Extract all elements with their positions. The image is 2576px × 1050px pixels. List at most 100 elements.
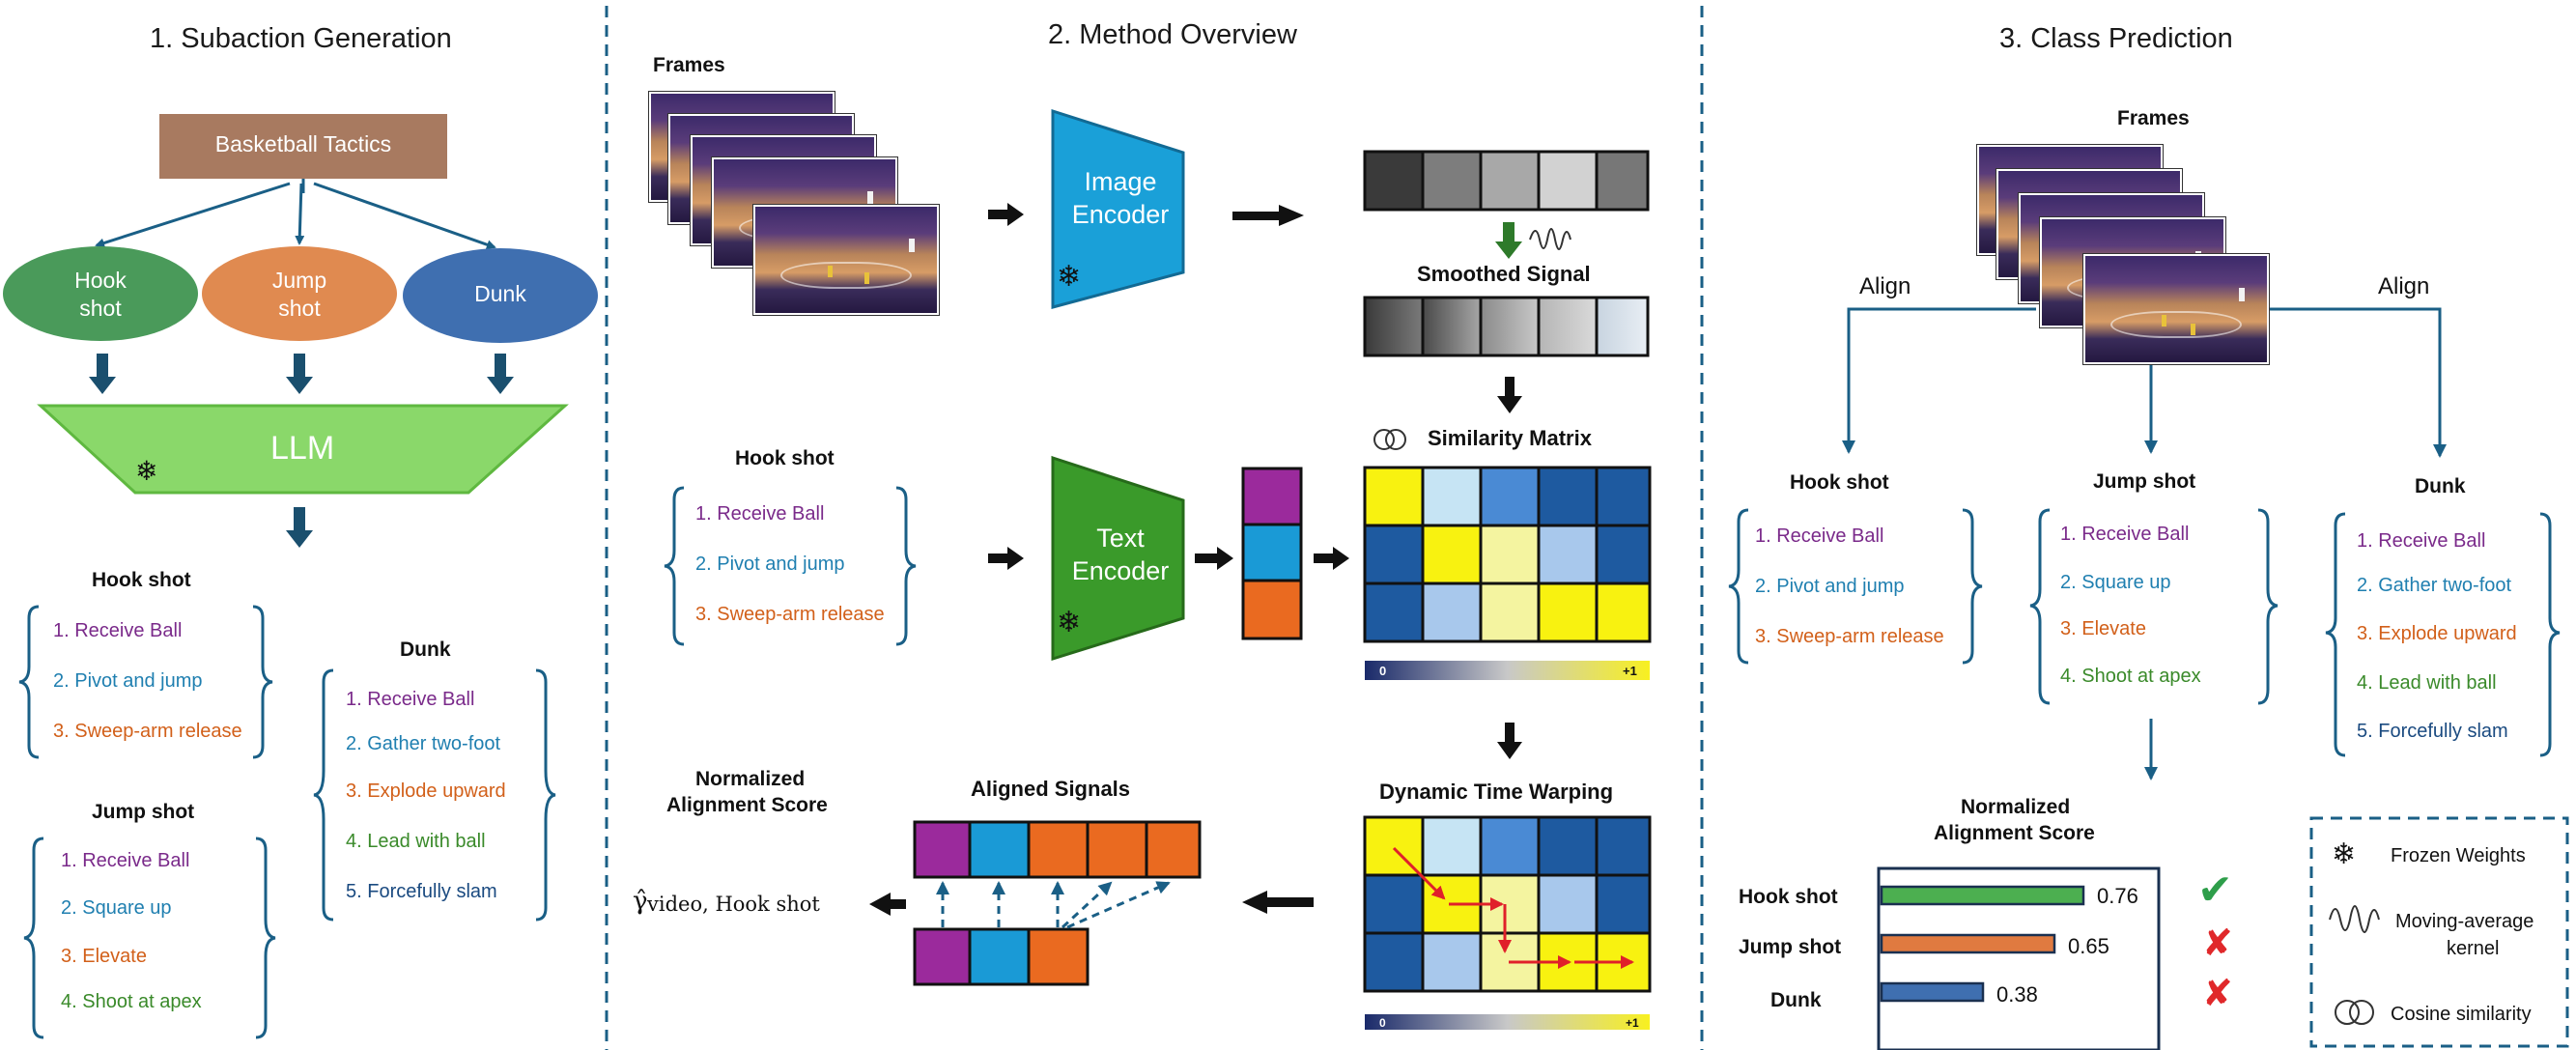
- score-chart-frame: [1877, 866, 2161, 1050]
- smoothing-arrow: [1495, 222, 1522, 259]
- dtw-path: [1392, 846, 1634, 969]
- score-title-line1: Normalized: [1961, 796, 2071, 818]
- text-encoder-shape: [1051, 455, 1185, 662]
- middle-norm-score-line2: Alignment Score: [666, 794, 828, 816]
- frames-label-right: Frames: [2117, 107, 2190, 129]
- smoothed-signal-label: Smoothed Signal: [1417, 262, 1591, 286]
- colorbar-dtw-min-label: 0: [1379, 1016, 1386, 1030]
- list-item: 4. Shoot at apex: [2060, 666, 2201, 687]
- colorbar-dtw: [1365, 1014, 1650, 1030]
- bar-value-label: 0.65: [2068, 934, 2109, 958]
- bar-value-label: 0.76: [2097, 884, 2138, 908]
- image-encoder-shape: [1051, 108, 1185, 309]
- align-label-left: Align: [1859, 273, 1911, 299]
- video-frame: [753, 205, 939, 315]
- smoothed-strip: [1363, 296, 1650, 357]
- list-item: 4. Lead with ball: [2357, 672, 2497, 694]
- colorbar-dtw-max-label: +1: [1626, 1016, 1639, 1030]
- list-item: 3. Elevate: [2060, 618, 2146, 639]
- list-item: 1. Receive Ball: [346, 689, 475, 710]
- arrow-encoder-to-tokens: [1195, 547, 1233, 570]
- down-arrow-from-llm: [286, 507, 313, 548]
- list-item: 2. Square up: [61, 897, 172, 919]
- ellipse-label-jump: Jump shot: [271, 268, 327, 321]
- section-title-subaction: 1. Subaction Generation: [150, 23, 452, 54]
- braces-middle: [664, 486, 917, 646]
- list-item: 2. Pivot and jump: [1755, 576, 1905, 597]
- cross-icon: ✘: [2202, 923, 2233, 964]
- llm-trapezoid: [37, 404, 569, 495]
- score-bar-jump-shot: [1880, 933, 2056, 954]
- llm-label: LLM: [270, 430, 335, 467]
- legend-frozen-label: Frozen Weights: [2391, 845, 2526, 866]
- ellipse-dunk: [403, 248, 598, 343]
- arrow-text-to-encoder: [988, 547, 1024, 570]
- score-bars: [1880, 885, 2085, 1003]
- dtw-matrix: [1363, 815, 1652, 993]
- list-item: 3. Sweep-arm release: [1755, 626, 1944, 647]
- list-item: 4. Lead with ball: [346, 831, 486, 852]
- list-item: 1. Receive Ball: [2357, 530, 2486, 552]
- list-item: 5. Forcefully slam: [346, 881, 497, 902]
- arrow-dtw-to-aligned: [1242, 891, 1314, 914]
- dtw-label: Dynamic Time Warping: [1379, 780, 1614, 804]
- ellipse-hook-shot: [3, 246, 198, 341]
- legend-kernel-line2: kernel: [2447, 938, 2500, 959]
- right-hook-title: Hook shot: [1790, 471, 1889, 494]
- text-encoder-label: Text Encoder: [1071, 524, 1170, 585]
- section-title-class-prediction: 3. Class Prediction: [1999, 23, 2233, 54]
- list-item: 3. Sweep-arm release: [695, 604, 885, 625]
- list-item: 1. Receive Ball: [2060, 524, 2190, 545]
- image-encoder-label: Image Encoder: [1071, 167, 1170, 229]
- gamma-symbol: γ̂: [633, 887, 648, 916]
- feature-strip: [1363, 150, 1650, 212]
- list-item: 3. Explode upward: [2357, 623, 2517, 644]
- ellipse-label-dunk: Dunk: [474, 281, 526, 306]
- section-title-method: 2. Method Overview: [1048, 19, 1297, 50]
- arrow-to-dunk: [313, 182, 496, 250]
- colorbar-similarity: [1365, 661, 1650, 680]
- braces-left-panel: [18, 605, 556, 1039]
- left-hook-title: Hook shot: [92, 569, 191, 591]
- similarity-matrix: [1363, 466, 1652, 643]
- left-jump-title: Jump shot: [92, 801, 195, 823]
- list-item: 2. Pivot and jump: [695, 553, 845, 575]
- frames-label-middle: Frames: [653, 54, 725, 76]
- bar-category-label: Jump shot: [1739, 936, 1842, 958]
- similarity-matrix-label: Similarity Matrix: [1428, 426, 1592, 450]
- braces-right: [1728, 508, 2561, 757]
- list-item: 5. Forcefully slam: [2357, 721, 2508, 742]
- list-item: 2. Square up: [2060, 572, 2171, 593]
- legend-kernel-line1: Moving-average: [2395, 911, 2534, 932]
- colorbar-min-label: 0: [1379, 664, 1387, 678]
- left-dunk-title: Dunk: [400, 639, 451, 661]
- kernel-icon-legend: [2329, 905, 2380, 933]
- video-frame: [2083, 254, 2269, 364]
- align-tree: [1842, 307, 2447, 780]
- ellipse-label-hook: Hook shot: [74, 268, 127, 321]
- cosine-icon-small: [1373, 429, 1406, 450]
- snowflake-icon-image-encoder: ❄: [1057, 261, 1082, 293]
- aligned-signals-label: Aligned Signals: [971, 777, 1131, 801]
- tactics-label: Basketball Tactics: [214, 131, 392, 156]
- arrow-aligned-to-score: [869, 893, 906, 916]
- gamma-subscript: video, Hook shot: [647, 893, 820, 916]
- snowflake-icon-legend: ❄: [2332, 838, 2357, 870]
- bar-category-label: Hook shot: [1739, 886, 1838, 908]
- alignment-links: [936, 881, 1171, 929]
- right-jump-title: Jump shot: [2093, 470, 2196, 493]
- ellipse-jump-shot: [202, 246, 397, 341]
- check-icon: ✔: [2197, 866, 2233, 914]
- legend-cosine-label: Cosine similarity: [2391, 1004, 2532, 1025]
- list-item: 2. Gather two-foot: [346, 733, 501, 754]
- arrow-encoder-to-features: [1232, 205, 1304, 226]
- arrow-smoothed-to-matrix: [1497, 377, 1522, 413]
- list-item: 1. Receive Ball: [61, 850, 190, 871]
- middle-hook-title: Hook shot: [735, 447, 835, 469]
- colorbar-max-label: +1: [1623, 664, 1637, 678]
- aligned-bottom-row: [913, 927, 1090, 986]
- aligned-top-row: [913, 820, 1202, 879]
- middle-norm-score-line1: Normalized: [695, 768, 806, 790]
- bar-value-label: 0.38: [1996, 982, 2038, 1007]
